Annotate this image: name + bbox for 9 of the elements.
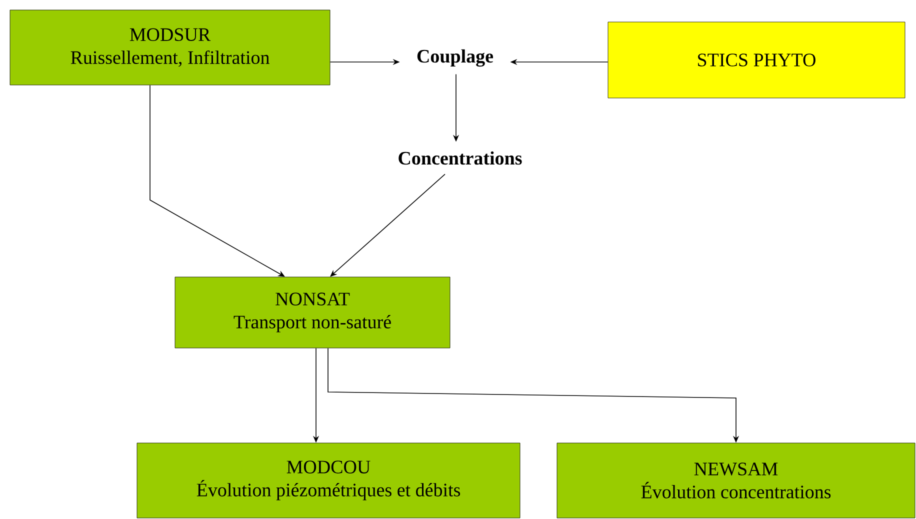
process-box: MODSUR Ruissellement, Infiltration	[10, 10, 330, 86]
bold-label: Concentrations	[398, 151, 522, 165]
bold-label: Couplage	[417, 49, 494, 67]
arrow	[330, 174, 446, 277]
process-box: NONSAT Transport non-saturé	[174, 276, 450, 348]
process-box: MODCOU Évolution piézométriques et débits	[136, 442, 520, 518]
process-box: NEWSAM Évolution concentrations	[556, 442, 916, 518]
arrow	[150, 84, 285, 277]
process-box: STICS PHYTO	[608, 22, 906, 98]
